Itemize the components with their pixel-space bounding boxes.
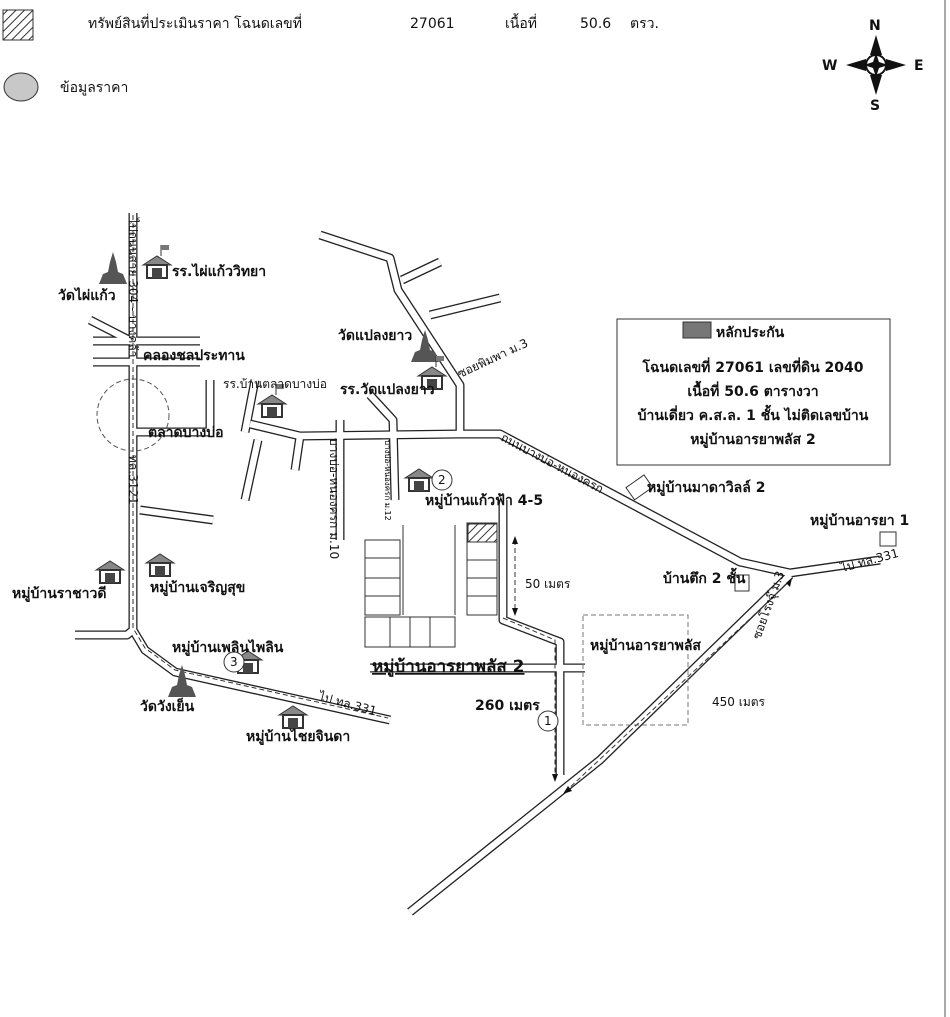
place-school-phaikaeo: รร.ไผ่แก้ววิทยา [172,262,266,280]
house-icon [278,705,308,729]
place-araya-plus2: หมู่บ้านอารยาพลัส 2 [372,657,525,678]
place-charoensuk: หมู่บ้านเจริญสุข [150,580,245,596]
school-icon [142,255,172,279]
place-tuek2: บ้านตึก 2 ชั้น [663,567,746,587]
svg-text:2: 2 [438,473,446,487]
place-wat-phaikaeo: วัดไผ่แก้ว [58,286,116,304]
house-icon [95,560,125,584]
subject-property-legend-swatch [2,9,34,41]
compass-w: W [822,58,837,74]
legend-price-data-label: ข้อมูลราคา [60,80,128,96]
place-chaijinda: หมู่บ้านไชยจินดา [246,727,350,745]
road-label-bangbo-nongkhrok: ถนนบางบ่อ-หนองครก [499,430,606,496]
road-network [75,213,881,916]
svg-text:3: 3 [230,655,238,669]
place-kaewfa: หมู่บ้านแก้วฟ้า 4-5 [425,493,543,509]
distance-450m: 450 เมตร [712,695,766,709]
house-icon [404,468,434,492]
house-icon [145,553,175,577]
marker-1: 1 [537,710,559,732]
place-araya1: หมู่บ้านอารยา 1 [810,513,909,529]
place-wat-wangyen: วัดวังเย็น [140,697,195,715]
marker-2: 2 [431,469,453,491]
place-madaville: หมู่บ้านมาดาวิลล์ 2 [647,479,765,496]
legend-area-label: เนื้อที่ [505,13,537,32]
school-icon [257,394,287,418]
info-title: หลักประกัน [716,325,785,341]
compass-s: S [870,98,880,114]
info-line4: หมู่บ้านอารยาพลัส 2 [690,432,816,448]
road-label-to-331-east: ไป ทล.331 [838,546,900,575]
legend-area-value: 50.6 [580,16,611,32]
legend-deed-no: 27061 [410,16,455,32]
road-label-m10: บางบ่อ-หนองครก ม.10 [327,438,341,559]
distance-260m: 260 เมตร [475,698,540,714]
compass-n: N [869,18,881,34]
price-data-legend-swatch [3,72,39,102]
place-school-plaengyao: รร.วัดแปลงยาว [340,382,435,398]
flag-icon [160,244,170,257]
info-line2: เนื้อที่ 50.6 ตารางวา [687,380,818,400]
info-line1: โฉนดเลขที่ 27061 เลขที่ดิน 2040 [642,357,864,376]
marker-3: 3 [223,651,245,673]
subject-property-plot [467,523,498,543]
road-label-304: ไปถนนสาย 304 - บางคล้า [126,217,140,357]
place-phloen: หมู่บ้านเพลินไพลิน [172,638,284,656]
info-line3: บ้านเดี่ยว ค.ส.ล. 1 ชั้น ไม่ติดเลขบ้าน [638,404,869,424]
svg-text:1: 1 [544,714,552,728]
distance-routes [502,536,792,794]
temple-icon [99,252,127,284]
legend-subject-label: ทรัพย์สินที่ประเมินราคา โฉนดเลขที่ [88,14,302,32]
road-label-m12: บางบ่อ-หนองครก ม.12 [383,440,392,521]
canal-label: คลองชลประทาน [143,348,245,364]
place-araya-plus: หมู่บ้านอารยาพลัส [590,638,701,654]
distance-50m: 50 เมตร [525,577,571,591]
subdivision-plots [364,474,897,726]
place-wat-plaengyao: วัดแปลงยาว [338,328,412,344]
collateral-info-box: หลักประกัน โฉนดเลขที่ 27061 เลขที่ดิน 20… [616,318,891,466]
legend-area-unit: ตรว. [630,16,659,32]
place-rachawadee: หมู่บ้านราชาวดี [12,586,106,602]
road-label-3121: ทล.3121 [126,455,140,505]
compass-e: E [914,58,924,74]
place-school-talat: รร.บ้านตลาดบางบ่อ [223,377,327,391]
compass-rose-icon [846,35,906,95]
place-talat-bangbo: ตลาดบางบ่อ [148,425,224,441]
road-label-soi-phimpha: ซอยพิมพา ม.3 [455,336,530,381]
